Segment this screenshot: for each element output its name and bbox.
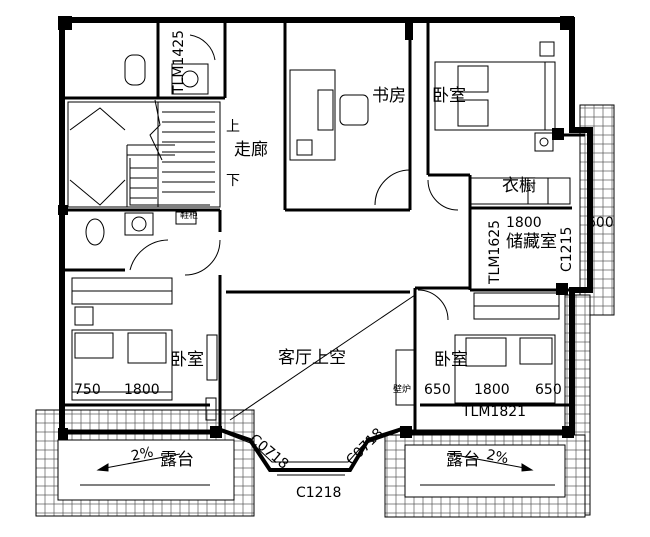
beds [71, 61, 556, 404]
dim-600: 600 [587, 215, 614, 231]
room-label-bedroom-se: 卧室 [434, 350, 468, 370]
east-terrace [384, 434, 586, 518]
room-label-storage: 储藏室 [506, 232, 557, 252]
slope-arrows [96, 453, 534, 472]
dim-650-southeast: 650 [535, 382, 562, 398]
study-furniture [289, 69, 369, 161]
code-c1215: C1215 [559, 226, 575, 272]
room-label-wardrobe: 衣橱 [502, 176, 536, 196]
slope-east: 2% [484, 447, 510, 468]
room-label-terrace-e: 露台 [446, 450, 480, 470]
west-terrace [35, 409, 255, 517]
dim-750: 750 [74, 382, 101, 398]
staircase [67, 99, 221, 208]
dim-1800-southeast: 1800 [474, 382, 510, 398]
code-c1218: C1218 [296, 485, 342, 501]
wardrobes [71, 41, 571, 421]
doors [129, 34, 459, 321]
room-label-bedroom-ne: 卧室 [432, 86, 466, 106]
room-label-living-void: 客厅上空 [278, 348, 346, 368]
room-label-corridor: 走廊 [234, 140, 268, 160]
stair-down-label: 下 [226, 173, 240, 189]
room-label-bedroom-w: 卧室 [170, 350, 204, 370]
dim-650: 650 [424, 382, 451, 398]
bathroom-fixtures [85, 54, 209, 246]
stair-up-label: 上 [226, 119, 240, 135]
dim-1800-west: 1800 [124, 382, 160, 398]
room-label-study: 书房 [372, 86, 406, 106]
code-tlm1625: TLM1625 [487, 219, 503, 284]
pillars [58, 16, 574, 440]
fireplace-label: 壁炉 [393, 385, 412, 395]
code-tlm1425: TLM1425 [171, 29, 187, 94]
code-tlm1821: TLM1821 [462, 404, 527, 420]
void-diagonal [229, 294, 416, 421]
dim-1800-storage: 1800 [506, 215, 542, 231]
bay-window [214, 426, 406, 476]
room-label-terrace-w: 露台 [160, 450, 194, 470]
shoe-cabinet-label: 鞋柜 [180, 211, 199, 221]
